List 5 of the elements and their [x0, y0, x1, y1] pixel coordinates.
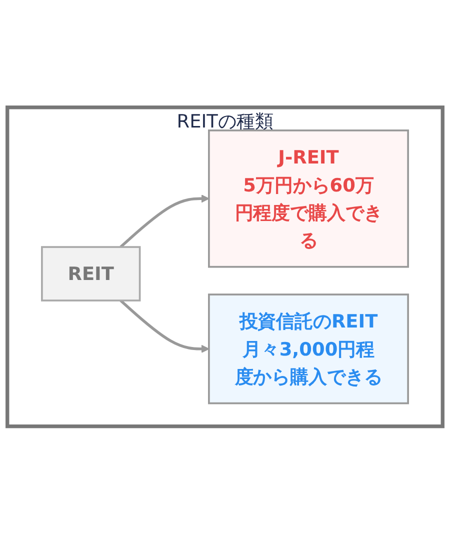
node-box: J-REIT 5万円から60万円程度で購入できる: [208, 129, 409, 268]
node-box: 投資信託のREIT 月々3,000円程度から購入できる: [208, 293, 409, 404]
arrow: [120, 299, 210, 353]
node-box: REIT: [41, 246, 141, 302]
arrow: [120, 194, 210, 248]
